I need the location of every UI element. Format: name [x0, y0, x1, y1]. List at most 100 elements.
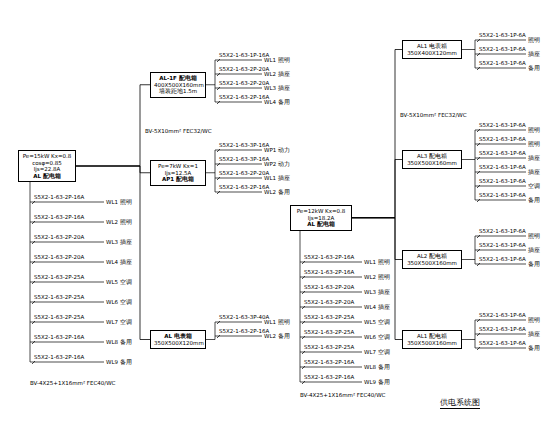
breaker-symbol [477, 53, 480, 56]
panel-text: 400X500X160mm 墙装距地1.5m [154, 82, 202, 95]
breaker-rating: S5X2-1-63-2P-16A [219, 328, 269, 334]
incoming-wire [206, 84, 215, 85]
breaker-rating: S5X2-1-63-2P-16A [34, 194, 84, 200]
circuit-name: 照明 [528, 141, 540, 147]
branch-circuit [215, 150, 262, 151]
feeder-line [352, 160, 402, 218]
panel-box: Pe=15kW Kx=0.8 cosφ=0.85 Ijs=22.8AAL 配电箱 [18, 150, 76, 182]
breaker-symbol [477, 67, 480, 70]
branch-circuit [300, 262, 362, 263]
breaker-rating: S5X2-1-63-1P-6A [479, 150, 526, 156]
panel-text: AL3 配电箱 350X500X160mm [406, 153, 458, 166]
branch-circuit [30, 202, 104, 203]
breaker-rating: S5X2-1-63-1P-6A [479, 46, 526, 52]
panel-box: AL1 配电箱 350X500X160mm [402, 330, 462, 349]
bus-bar [215, 322, 216, 340]
circuit-name: WL6 空调 [106, 299, 132, 305]
panel-box: AL2 配电箱 350X500X160mm [402, 250, 462, 269]
branch-circuit [475, 348, 526, 349]
branch-circuit [475, 334, 526, 335]
feeder-line [352, 50, 402, 218]
circuit-name: WL2 插座 [264, 71, 290, 77]
branch-circuit [215, 336, 262, 337]
breaker-rating: S5X2-1-63-2P-20A [34, 234, 84, 240]
branch-circuit [475, 158, 526, 159]
breaker-symbol [217, 163, 220, 166]
branch-circuit [300, 307, 362, 308]
breaker-rating: S5X2-1-63-2P-25A [34, 314, 84, 320]
breaker-rating: S5X2-1-63-1P-6A [479, 312, 526, 318]
breaker-symbol [477, 235, 480, 238]
circuit-name: WL7 空调 [364, 349, 390, 355]
breaker-rating: S5X2-1-63-2P-16A [304, 269, 354, 275]
circuit-name: WL2 照明 [106, 219, 132, 225]
incoming-wire [462, 259, 475, 260]
circuit-name: WL1 照明 [106, 199, 132, 205]
circuit-name: WL8 备用 [364, 364, 390, 370]
branch-circuit [475, 250, 526, 251]
panel-text: AL 配电箱 [294, 221, 348, 228]
circuit-name: 备用 [528, 345, 540, 351]
branch-circuit [30, 282, 104, 283]
circuit-name: WL6 空调 [364, 334, 390, 340]
branch-circuit [215, 74, 262, 75]
branch-circuit [475, 144, 526, 145]
circuit-name: WL2 备用 [264, 333, 290, 339]
circuit-name: 插座 [528, 331, 540, 337]
breaker-symbol [302, 321, 305, 324]
circuit-name: WL9 备用 [106, 359, 132, 365]
breaker-symbol [217, 149, 220, 152]
branch-circuit [215, 322, 262, 323]
breaker-rating: S5X2-1-63-1P-6A [479, 242, 526, 248]
branch-circuit [30, 222, 104, 223]
breaker-rating: S5X2-1-63-2P-25A [304, 344, 354, 350]
breaker-rating: S5X2-1-63-2P-20A [219, 80, 269, 86]
breaker-symbol [477, 319, 480, 322]
breaker-rating: S5X2-1-63-1P-6A [479, 60, 526, 66]
branch-circuit [215, 164, 262, 165]
panel-box: Pe=7kW Kx=1 Ijs=12.5AAP1 配电箱 [150, 160, 206, 186]
breaker-symbol [32, 361, 35, 364]
panel-box: AL3 配电箱 350X500X160mm [402, 150, 462, 169]
branch-circuit [475, 264, 526, 265]
panel-box: AL 电表箱350X500X120mm [150, 330, 206, 349]
breaker-rating: S5X2-1-63-2P-25A [304, 329, 354, 335]
breaker-rating: S5X2-1-63-1P-6A [479, 122, 526, 128]
circuit-name: 插座 [528, 155, 540, 161]
breaker-symbol [477, 171, 480, 174]
breaker-symbol [217, 59, 220, 62]
bus-bar [300, 231, 301, 383]
circuit-name: WL1 照明 [264, 319, 290, 325]
breaker-rating: S5X2-1-63-2P-20A [304, 284, 354, 290]
branch-circuit [215, 178, 262, 179]
breaker-rating: S5X2-1-63-2P-16A [219, 94, 269, 100]
breaker-rating: S5X2-1-63-1P-6A [479, 178, 526, 184]
breaker-rating: S5X2-1-63-1P-6A [479, 326, 526, 332]
branch-circuit [215, 60, 262, 61]
branch-circuit [475, 130, 526, 131]
circuit-name: 照明 [528, 37, 540, 43]
breaker-symbol [302, 291, 305, 294]
panel-text: AL2 配电箱 350X500X160mm [406, 253, 458, 266]
breaker-symbol [32, 321, 35, 324]
breaker-rating: S5X2-1-63-2P-16A [219, 184, 269, 190]
panel-text: AL-1F 配电箱 [154, 75, 202, 82]
circuit-name: WL3 插座 [106, 239, 132, 245]
breaker-symbol [302, 306, 305, 309]
breaker-rating: S5X2-1-63-1P-6A [479, 136, 526, 142]
branch-circuit [475, 40, 526, 41]
panel-text: Pe=12kW Kx=0.8 Ijs=18.2A [294, 208, 348, 221]
panel-box: AL1 电表箱 350X400X120mm [402, 40, 462, 59]
branch-circuit [300, 277, 362, 278]
branch-circuit [30, 302, 104, 303]
feeder-line [76, 166, 150, 173]
breaker-rating: S5X2-1-63-2P-20A [304, 299, 354, 305]
panel-text: AP1 配电箱 [154, 176, 202, 183]
breaker-symbol [302, 351, 305, 354]
circuit-name: 空调 [528, 183, 540, 189]
circuit-name: WL5 空调 [106, 279, 132, 285]
breaker-rating: S5X2-1-63-1P-6A [479, 340, 526, 346]
bus-bar [215, 60, 216, 102]
feeder-line [352, 218, 402, 340]
circuit-name: WL3 插座 [364, 289, 390, 295]
